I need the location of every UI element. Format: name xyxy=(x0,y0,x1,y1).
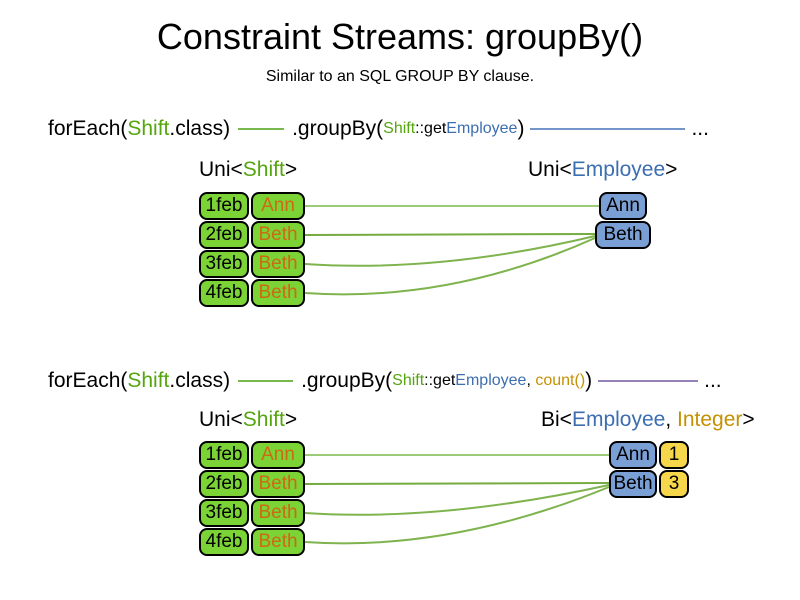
d2-left-label-post: > xyxy=(284,408,298,431)
d2-row4-name-cell: Beth xyxy=(251,528,305,556)
d1-left-label-type: Shift xyxy=(242,158,285,181)
code2-groupby-pre: .groupBy( xyxy=(301,369,393,392)
code2-green-connector xyxy=(238,380,294,382)
d2-right-type-label: Bi<Employee, Integer> xyxy=(541,408,755,432)
d2-right-label-pre: Bi< xyxy=(541,408,572,431)
d1-groups: Ann Beth xyxy=(595,192,651,249)
d1-row3-date-cell: 3feb xyxy=(199,250,249,278)
d1-left-label-pre: Uni< xyxy=(199,158,243,181)
code2-foreach-pre: forEach( xyxy=(48,369,128,392)
d2-left-type-label: Uni<Shift> xyxy=(199,408,297,432)
table-row: 4feb Beth xyxy=(199,279,305,307)
d1-row3-name-cell: Beth xyxy=(251,250,305,278)
d1-row4-date-cell: 4feb xyxy=(199,279,249,307)
d2-right-label-type2: Integer xyxy=(677,408,743,431)
d2-group-ann-count: 1 xyxy=(659,441,689,469)
d2-row3-date-cell: 3feb xyxy=(199,499,249,527)
d2-row1-name-cell: Ann xyxy=(251,441,305,469)
d2-group-beth-row: Beth 3 xyxy=(609,470,689,498)
code1-foreach-post: .class) xyxy=(169,117,231,140)
wire-d1-row3-to-beth xyxy=(304,235,596,267)
code1-foreach-pre: forEach( xyxy=(48,117,128,140)
table-row: 2feb Beth xyxy=(199,221,305,249)
code1-foreach-type: Shift xyxy=(127,117,170,140)
d2-right-label-post: > xyxy=(742,408,755,431)
d2-group-beth: Beth xyxy=(609,470,657,498)
d1-right-label-pre: Uni< xyxy=(528,158,572,181)
table-row: 4feb Beth xyxy=(199,528,305,556)
code1-green-connector xyxy=(238,128,285,130)
d2-group-ann-row: Ann 1 xyxy=(609,441,689,469)
d2-row1-date-cell: 1feb xyxy=(199,441,249,469)
d1-right-type-label: Uni<Employee> xyxy=(528,158,677,182)
code2-arg-class: Shift xyxy=(392,372,425,389)
table-row: 1feb Ann xyxy=(199,192,305,220)
code2-arg-method: ::get xyxy=(424,372,456,389)
table-row: 3feb Beth xyxy=(199,499,305,527)
d2-group-ann: Ann xyxy=(609,441,657,469)
d2-row2-name-cell: Beth xyxy=(251,470,305,498)
d1-left-type-label: Uni<Shift> xyxy=(199,158,297,182)
subtitle: Similar to an SQL GROUP BY clause. xyxy=(265,68,535,85)
d2-right-label-sep: , xyxy=(665,408,677,431)
code1-groupby-pre: .groupBy( xyxy=(292,117,384,140)
code-line-2: forEach( Shift .class) .groupBy( Shift :… xyxy=(48,369,722,393)
d2-right-label-type1: Employee xyxy=(571,408,666,431)
code1-arg-type: Employee xyxy=(446,120,518,137)
d2-left-label-pre: Uni< xyxy=(199,408,243,431)
table-row: 3feb Beth xyxy=(199,250,305,278)
d2-left-label-type: Shift xyxy=(242,408,285,431)
code2-foreach-post: .class) xyxy=(169,369,231,392)
d1-group-ann: Ann xyxy=(599,192,647,220)
wire-d2-row2-to-beth xyxy=(304,482,610,485)
wire-d2-row4-to-beth xyxy=(304,486,610,545)
code-line-1: forEach( Shift .class) .groupBy( Shift :… xyxy=(48,117,709,141)
code2-foreach-type: Shift xyxy=(127,369,170,392)
d1-row2-date-cell: 2feb xyxy=(199,221,249,249)
code2-arg-type: Employee xyxy=(455,372,527,389)
code2-arg-count: count() xyxy=(535,372,586,389)
code1-ellipsis: ... xyxy=(691,117,709,140)
d1-right-label-post: > xyxy=(665,158,678,181)
table-row: 1feb Ann xyxy=(199,441,305,469)
d2-groups: Ann 1 Beth 3 xyxy=(609,441,689,498)
d2-row2-date-cell: 2feb xyxy=(199,470,249,498)
code1-arg-class: Shift xyxy=(383,120,416,137)
d2-group-beth-count: 3 xyxy=(659,470,689,498)
d2-row3-name-cell: Beth xyxy=(251,499,305,527)
page-title: Constraint Streams: groupBy() xyxy=(156,16,644,57)
d1-left-label-post: > xyxy=(284,158,298,181)
table-row: 2feb Beth xyxy=(199,470,305,498)
d1-shift-table: 1feb Ann 2feb Beth 3feb Beth 4feb Beth xyxy=(199,192,305,307)
code1-blue-connector xyxy=(530,128,686,130)
d1-row1-date-cell: 1feb xyxy=(199,192,249,220)
d2-row4-date-cell: 4feb xyxy=(199,528,249,556)
wire-d1-row2-to-beth xyxy=(304,233,596,236)
d1-row2-name-cell: Beth xyxy=(251,221,305,249)
d2-shift-table: 1feb Ann 2feb Beth 3feb Beth 4feb Beth xyxy=(199,441,305,556)
wire-d1-row4-to-beth xyxy=(304,237,596,296)
d1-row1-name-cell: Ann xyxy=(251,192,305,220)
d1-row4-name-cell: Beth xyxy=(251,279,305,307)
code2-ellipsis: ... xyxy=(704,369,722,392)
code2-arg-sep: , xyxy=(526,372,536,389)
code2-purple-connector xyxy=(598,380,699,382)
code1-groupby-post: ) xyxy=(517,117,525,140)
code2-groupby-post: ) xyxy=(585,369,593,392)
d1-group-beth: Beth xyxy=(595,221,651,249)
d1-right-label-type: Employee xyxy=(571,158,666,181)
code1-arg-method: ::get xyxy=(415,120,447,137)
wire-d2-row3-to-beth xyxy=(304,484,610,516)
